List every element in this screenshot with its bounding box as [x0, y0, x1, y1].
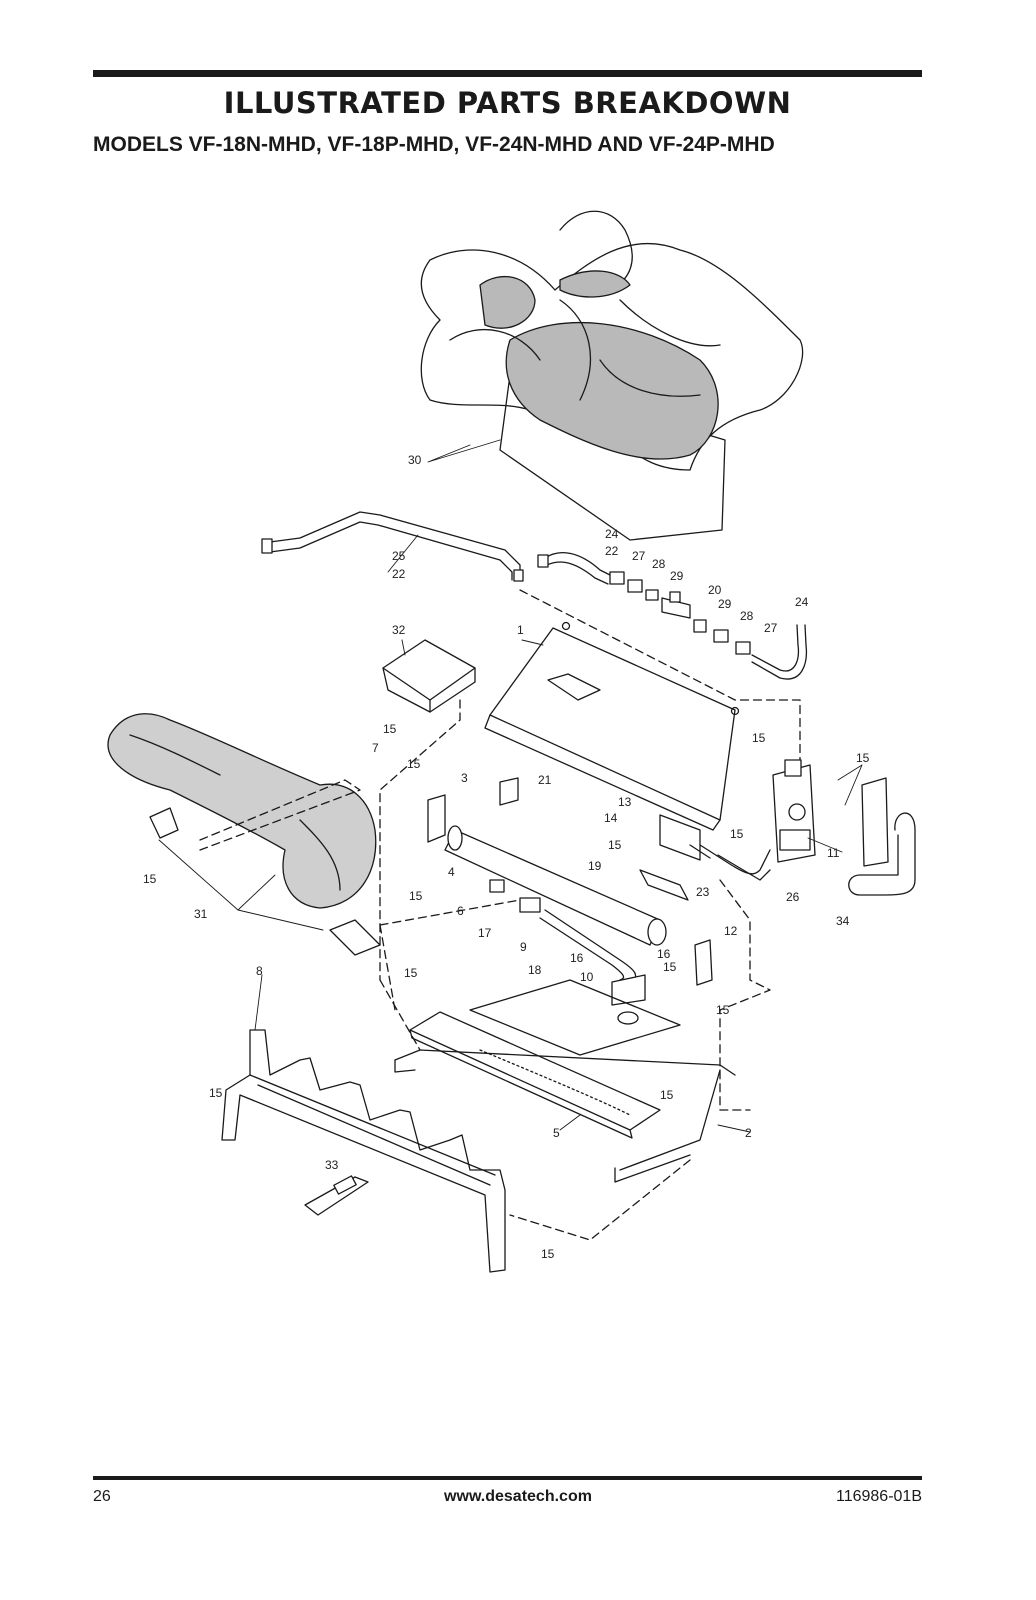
callout-label: 9 — [520, 940, 527, 954]
callout-leaders — [158, 439, 863, 1133]
callout-label: 7 — [372, 741, 379, 755]
callout-label: 15 — [409, 889, 423, 903]
website-link[interactable]: www.desatech.com — [444, 1488, 592, 1505]
callout-label: 6 — [457, 904, 464, 918]
gas-fittings-assembly — [537, 552, 808, 680]
callout-label: 15 — [209, 1086, 223, 1100]
callout-label: 33 — [325, 1158, 339, 1172]
callout-label: 15 — [730, 827, 744, 841]
callout-label: 16 — [657, 947, 671, 961]
page-number: 26 — [93, 1488, 111, 1505]
callout-labels: 30 24 22 27 28 29 20 29 28 27 24 25 22 3… — [143, 453, 870, 1261]
callout-label: 24 — [605, 527, 619, 541]
parts-diagram: 30 24 22 27 28 29 20 29 28 27 24 25 22 3… — [93, 190, 933, 1300]
burner-fittings — [489, 879, 646, 1025]
burner-tube — [444, 825, 667, 946]
page-subtitle: MODELS VF-18N-MHD, VF-18P-MHD, VF-24N-MH… — [93, 133, 775, 156]
callout-label: 20 — [708, 583, 722, 597]
control-cover — [382, 639, 476, 713]
callout-label: 23 — [696, 885, 710, 899]
callout-label: 5 — [553, 1126, 560, 1140]
header-rule — [93, 70, 922, 77]
callout-label: 3 — [461, 771, 468, 785]
assembly-guides — [199, 589, 801, 1241]
callout-label: 15 — [143, 872, 157, 886]
gas-tube-left — [261, 511, 524, 582]
battery-pack — [861, 777, 889, 867]
callout-label: 15 — [663, 960, 677, 974]
callout-label: 8 — [256, 964, 263, 978]
log-set-illustration — [420, 210, 804, 541]
callout-label: 15 — [752, 731, 766, 745]
footer-rule — [93, 1476, 922, 1480]
gas-valve — [772, 759, 816, 863]
pilot-parts — [639, 814, 771, 901]
callout-label: 18 — [528, 963, 542, 977]
callout-label: 34 — [836, 914, 850, 928]
callout-label: 27 — [764, 621, 778, 635]
callout-label: 28 — [652, 557, 666, 571]
callout-label: 13 — [618, 795, 632, 809]
callout-label: 15 — [856, 751, 870, 765]
mounting-brackets — [427, 777, 713, 986]
callout-label: 32 — [392, 623, 406, 637]
callout-label: 2 — [745, 1126, 752, 1140]
callout-label: 28 — [740, 609, 754, 623]
callout-label: 15 — [407, 757, 421, 771]
callout-label: 29 — [670, 569, 684, 583]
callout-label: 16 — [570, 951, 584, 965]
callout-label: 30 — [408, 453, 422, 467]
callout-label: 31 — [194, 907, 208, 921]
ignition-wire — [848, 812, 916, 896]
log-grate — [221, 1029, 506, 1273]
callout-label: 15 — [383, 722, 397, 736]
callout-label: 14 — [604, 811, 618, 825]
remote-control — [304, 1175, 369, 1216]
burner-base — [409, 1011, 661, 1139]
callout-label: 22 — [392, 567, 406, 581]
callout-label: 24 — [795, 595, 809, 609]
callout-label: 15 — [404, 966, 418, 980]
callout-label: 15 — [541, 1247, 555, 1261]
callout-label: 1 — [517, 623, 524, 637]
page-title: ILLUSTRATED PARTS BREAKDOWN — [223, 86, 792, 120]
callout-label: 29 — [718, 597, 732, 611]
burner-panel — [484, 621, 740, 831]
callout-label: 25 — [392, 549, 406, 563]
callout-label: 27 — [632, 549, 646, 563]
document-number: 116986-01B — [836, 1488, 922, 1505]
callout-label: 4 — [448, 865, 455, 879]
callout-label: 15 — [608, 838, 622, 852]
burner-frame — [394, 979, 736, 1183]
callout-label: 26 — [786, 890, 800, 904]
callout-label: 22 — [605, 544, 619, 558]
callout-label: 19 — [588, 859, 602, 873]
callout-label: 12 — [724, 924, 738, 938]
callout-label: 15 — [716, 1003, 730, 1017]
parts-diagram-svg: 30 24 22 27 28 29 20 29 28 27 24 25 22 3… — [107, 210, 916, 1273]
callout-label: 10 — [580, 970, 594, 984]
callout-label: 17 — [478, 926, 492, 940]
callout-label: 21 — [538, 773, 552, 787]
callout-label: 11 — [827, 846, 840, 860]
left-log — [107, 713, 377, 909]
callout-label: 15 — [660, 1088, 674, 1102]
